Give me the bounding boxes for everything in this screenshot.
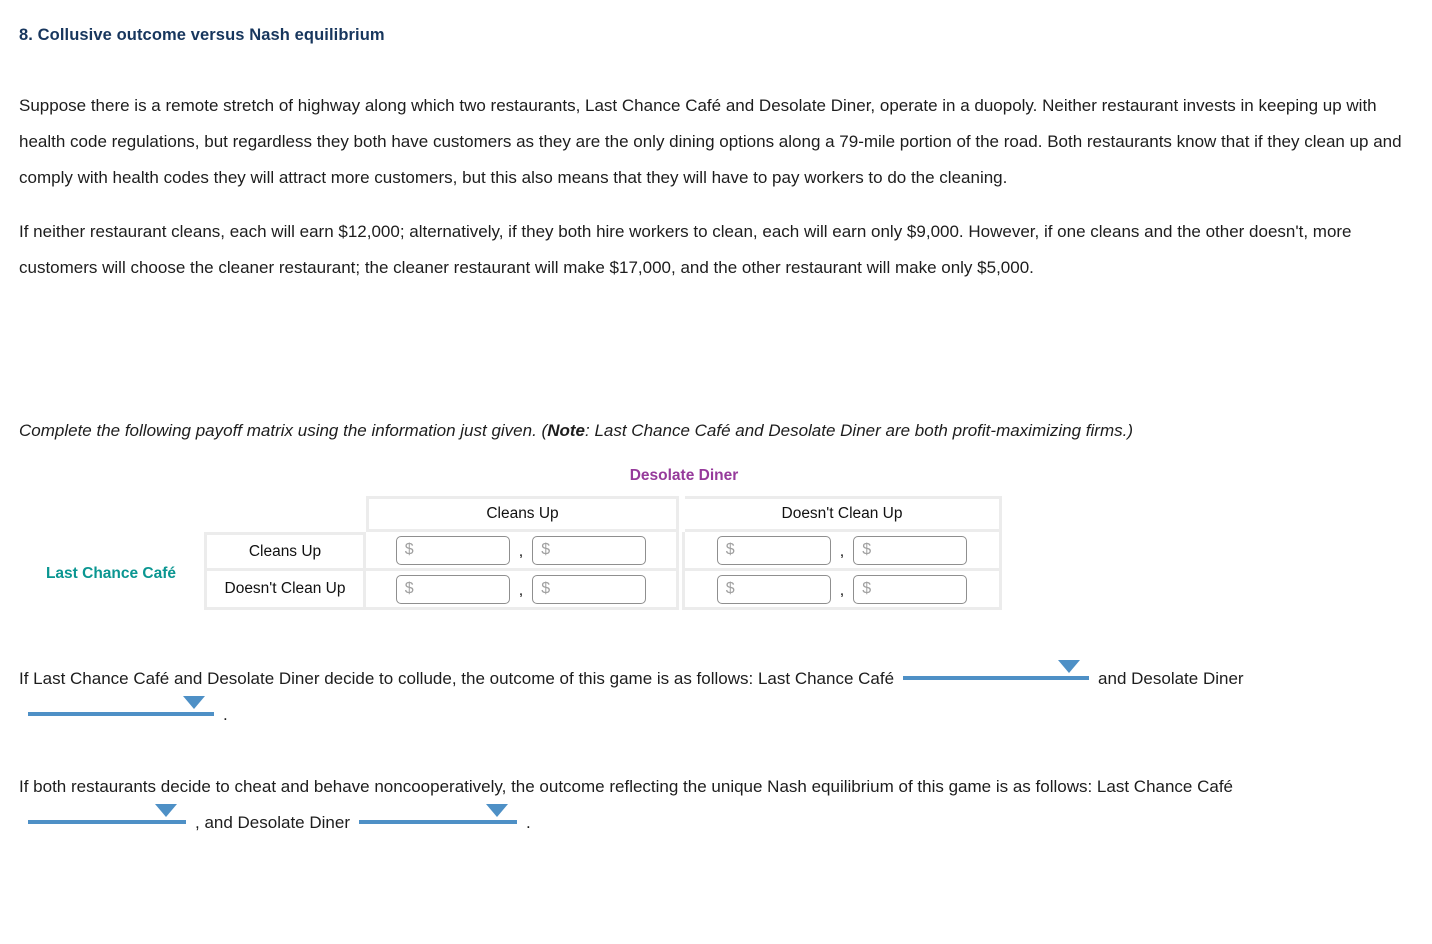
matrix-row-doesnt-clean-up: Doesn't Clean Up , , (204, 571, 1002, 610)
payoff-input-r2c2-last-chance[interactable] (716, 574, 831, 604)
payoff-separator: , (518, 542, 524, 560)
collusion-question-period: . (223, 705, 228, 724)
payoff-separator: , (839, 542, 845, 560)
payoff-input-r1c2-last-chance[interactable] (716, 535, 831, 565)
matrix-row-cleans-up: Cleans Up , , (204, 532, 1002, 571)
column-gap (679, 571, 685, 610)
payoff-input-r1c1-last-chance[interactable] (395, 535, 510, 565)
row-header-cleans-up: Cleans Up (204, 532, 366, 571)
payoff-cell-cleansup-cleansup: , (366, 532, 679, 571)
collusion-question: If Last Chance Café and Desolate Diner d… (19, 660, 1408, 733)
payoff-cell-doesntclean-doesntclean: , (685, 571, 1002, 610)
chevron-down-icon (183, 696, 205, 709)
payoff-input-r1c2-desolate[interactable] (853, 535, 968, 565)
payoff-matrix-table: Cleans Up Doesn't Clean Up Cleans Up , (204, 496, 1002, 610)
payoff-input-r2c2-desolate[interactable] (853, 574, 968, 604)
nash-question-text-2: , and Desolate Diner (195, 813, 350, 832)
payoff-separator: , (839, 581, 845, 599)
chevron-down-icon (1058, 660, 1081, 673)
column-header-cleans-up: Cleans Up (366, 496, 679, 532)
nash-question-text-1: If both restaurants decide to cheat and … (19, 777, 1234, 796)
column-gap (679, 532, 685, 571)
payoff-cell-doesntclean-cleansup: , (366, 571, 679, 610)
collusion-desolate-dropdown[interactable] (28, 696, 214, 716)
intro-paragraph-1: Suppose there is a remote stretch of hig… (19, 96, 1402, 187)
nash-last-chance-dropdown[interactable] (28, 804, 186, 824)
collusion-last-chance-dropdown-value (903, 675, 1089, 687)
payoff-matrix-section: Desolate Diner Last Chance Café Cleans U… (19, 466, 1408, 610)
instruction-post: : Last Chance Café and Desolate Diner ar… (585, 421, 1134, 440)
instruction-note-label: Note (547, 421, 585, 440)
collusion-question-text-1: If Last Chance Café and Desolate Diner d… (19, 669, 895, 688)
row-header-doesnt-clean-up: Doesn't Clean Up (204, 571, 366, 610)
intro-paragraph-2: If neither restaurant cleans, each will … (19, 222, 1352, 277)
nash-desolate-dropdown-value (359, 819, 517, 831)
instruction-pre: Complete the following payoff matrix usi… (19, 421, 548, 440)
payoff-input-r2c1-last-chance[interactable] (395, 574, 510, 604)
column-gap (679, 496, 685, 532)
nash-desolate-dropdown[interactable] (358, 804, 517, 824)
nash-question-period: . (525, 813, 531, 832)
collusion-question-text-2: and Desolate Diner (1098, 669, 1244, 688)
question-page: 8. Collusive outcome versus Nash equilib… (19, 26, 1408, 841)
payoff-cell-cleansup-doesntclean: , (685, 532, 1002, 571)
matrix-header-row: Cleans Up Doesn't Clean Up (204, 496, 1002, 532)
collusion-desolate-dropdown-value (28, 711, 214, 723)
column-player-label: Desolate Diner (629, 467, 739, 484)
chevron-down-icon (155, 804, 177, 817)
column-header-doesnt-clean-up: Doesn't Clean Up (685, 496, 1002, 532)
payoff-input-r2c1-desolate[interactable] (532, 574, 647, 604)
payoff-input-r1c1-desolate[interactable] (532, 535, 647, 565)
payoff-separator: , (518, 581, 524, 599)
row-player-label: Last Chance Café (45, 565, 177, 582)
page-title: 8. Collusive outcome versus Nash equilib… (19, 26, 385, 44)
matrix-corner-cell (204, 496, 366, 532)
nash-last-chance-dropdown-value (28, 819, 186, 831)
chevron-down-icon (485, 804, 508, 817)
nash-question: If both restaurants decide to cheat and … (19, 769, 1408, 841)
matrix-instruction: Complete the following payoff matrix usi… (19, 413, 1408, 449)
collusion-last-chance-dropdown[interactable] (903, 660, 1090, 680)
